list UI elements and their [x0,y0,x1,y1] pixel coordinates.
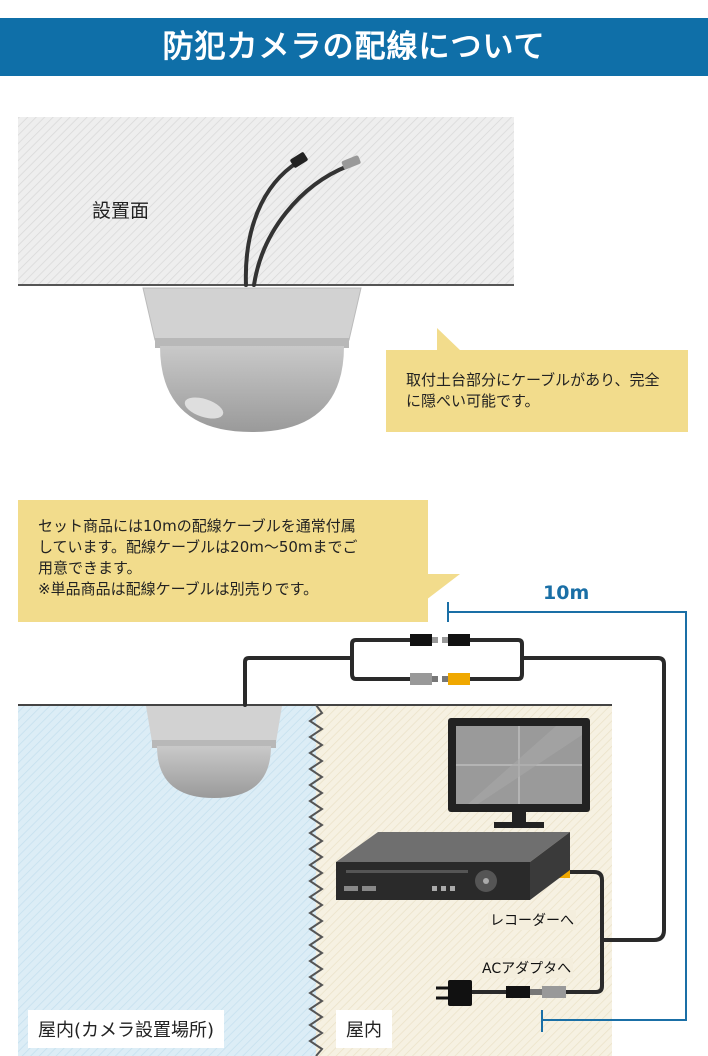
note-bottom-pointer [426,574,460,600]
adapter-label: ACアダプタへ [480,958,574,978]
connector-video-pair [410,634,470,646]
note-line-2: しています。配線ケーブルは20m〜50mまでご [38,538,358,556]
surface-label: 設置面 [92,200,150,222]
note-top-text: 取付土台部分にケーブルがあり、完全に隠ぺい可能です。 [406,371,660,410]
room-label: 屋内 [336,1010,392,1048]
monitor [448,718,590,828]
distance-label: 10m [543,582,590,604]
recorder-label: レコーダーへ [488,910,576,930]
connector-adapter [506,986,566,998]
connector-power-pair [410,673,470,685]
note-top-box [386,350,688,432]
note-bottom-box [18,500,428,622]
note-line-4: ※単品商品は配線ケーブルは別売りです。 [38,580,319,598]
distance-bracket [447,602,687,1032]
note-line-3: 用意できます。 [38,559,142,577]
header-bar: 防犯カメラの配線について [0,18,708,76]
note-top-pointer [437,328,462,352]
dome-camera-bottom [146,706,282,798]
wall-zigzag [308,704,324,1056]
top-cable-plugs [290,152,361,170]
room-camera-label: 屋内(カメラ設置場所) [28,1010,225,1048]
mounting-surface [18,117,514,285]
main-cable [243,638,666,994]
dome-camera-top [142,287,362,432]
ac-adapter-plug [436,980,472,1006]
top-cables [243,160,350,287]
note-bottom-text: セット商品には10mの配線ケーブルを通常付属 しています。配線ケーブルは20m〜… [38,516,428,600]
note-line-1: セット商品には10mの配線ケーブルを通常付属 [38,517,356,535]
recorder [336,832,570,900]
page-title: 防犯カメラの配線について [162,29,546,65]
